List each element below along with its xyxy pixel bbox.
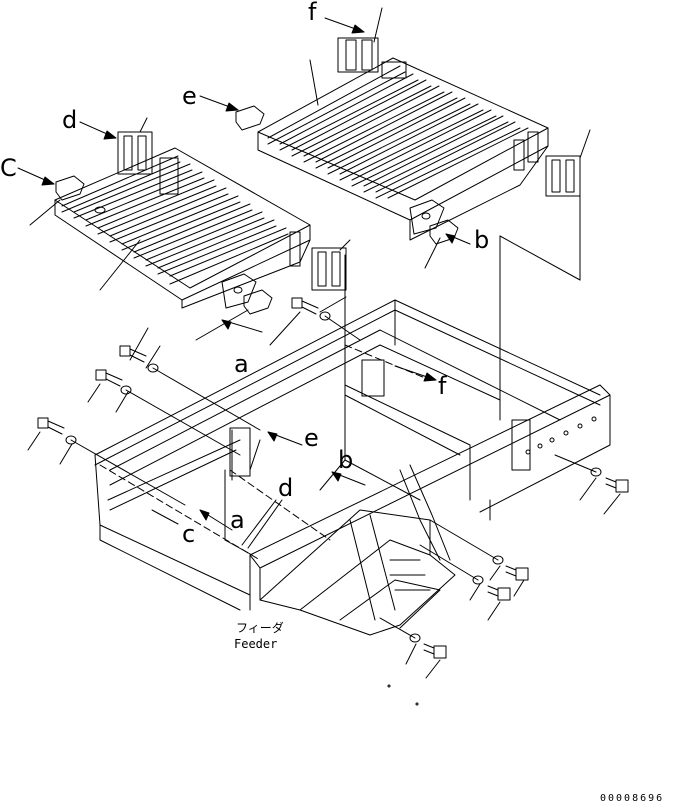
bolts-and-washers [37,297,629,659]
bolt-3 [95,369,123,387]
callout-f-mid: f [438,372,447,400]
callout-e-top: e [182,82,197,110]
callout-b-mid: b [338,446,353,474]
callout-f-top: f [308,0,317,26]
bolt-7 [487,585,511,601]
callout-arrows [17,17,471,531]
feeder-caption-japanese: フィーダ [236,620,284,635]
rear-grate-bars [267,65,529,199]
plate-d [117,131,153,175]
bolt-8 [423,643,447,659]
block-a [243,289,273,315]
block-c [55,175,85,201]
plate-right [545,155,581,197]
callout-a-mid: a [234,350,249,378]
plate-mid [311,247,347,291]
block-b [429,219,459,245]
callout-d-top: d [62,106,77,134]
bolt-1 [291,297,319,315]
feeder-caption-english: Feeder [234,637,277,651]
assembly-lines [27,7,621,679]
callout-a-low: a [230,506,245,534]
drawing-number: 00008696 [600,793,664,804]
block-e [235,105,265,131]
callout-d-low: d [278,474,293,502]
bolt-4 [37,417,65,435]
rear-grate [257,57,549,241]
feeder-frame [94,254,611,636]
callout-c-low: c [182,520,195,548]
bolt-5 [605,477,629,493]
bolt-6 [505,565,529,581]
front-grate-bars [61,155,289,285]
callout-e-mid: e [304,424,319,452]
front-grate [54,147,311,309]
plate-f [337,37,379,73]
callout-b-top: b [474,226,489,254]
callout-c-top: C [0,154,17,182]
